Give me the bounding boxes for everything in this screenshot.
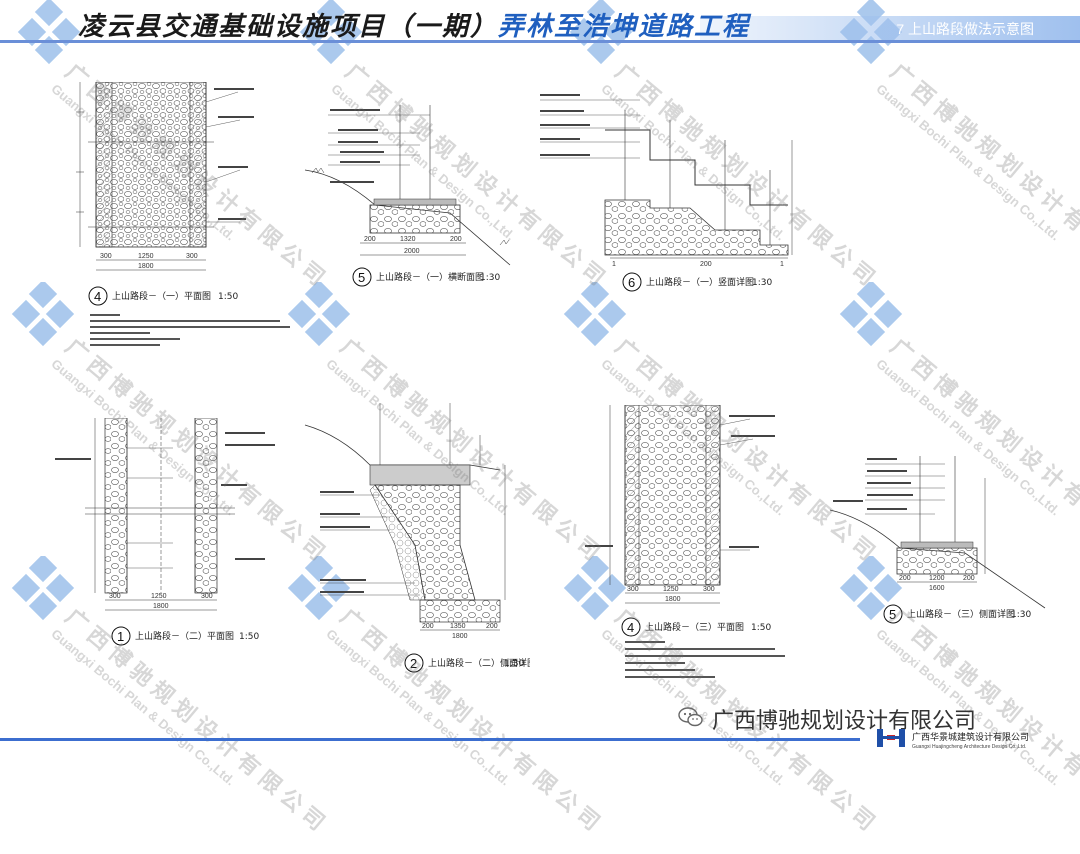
svg-text:300: 300 (703, 586, 715, 593)
deco-diamonds (839, 556, 903, 621)
header: 凌云县交通基础设施项目（一期）弄林至浩坤道路工程 7 上山路段做法示意图 (0, 0, 1080, 46)
drawing-scale: 1:50 (751, 623, 771, 633)
drawing-side-detail-2: 200 1350 200 1800 2 上山路段－（二）侧面详图 1:30 (304, 403, 530, 673)
deco-diamonds (287, 282, 351, 347)
svg-text:1: 1 (780, 261, 784, 268)
drawing-caption: 上山路段－（三）平面图 (645, 621, 744, 633)
drawing-number: 2 (410, 656, 417, 671)
watermark-zh: 广西博驰规划设计有限公司 (885, 58, 1080, 295)
drawing-scale: 1:50 (218, 292, 238, 302)
deco-diamonds (11, 282, 75, 347)
svg-text:300: 300 (109, 593, 121, 600)
drawing-number: 5 (889, 607, 896, 622)
title-road: 弄林至浩坤道路工程 (498, 12, 751, 42)
drawing-caption: 上山路段－（一）竖面详图 (646, 276, 754, 288)
svg-text:1200: 1200 (929, 575, 945, 582)
svg-text:1320: 1320 (400, 236, 416, 243)
drawing-scale: 1:50 (239, 632, 259, 642)
header-rule (0, 40, 1080, 43)
drawing-side-detail-3: 200 1200 200 1600 5 上山路段－（三）侧面详图 1:30 (829, 456, 1046, 624)
drawing-scale: 1:30 (504, 659, 524, 669)
svg-text:200: 200 (700, 261, 712, 268)
svg-text:1350: 1350 (450, 623, 466, 630)
deco-diamonds (563, 282, 627, 347)
logo-company-name: 广西华景城建筑设计有限公司 (912, 733, 1030, 743)
deco-diamonds (839, 282, 903, 347)
svg-text:1250: 1250 (138, 253, 154, 260)
drawing-scale: 1:30 (1011, 610, 1031, 620)
drawing-scale: 1:30 (480, 273, 500, 283)
drawing-caption: 上山路段－（一）横断面图 (376, 271, 484, 283)
drawing-elevation-1: 1 200 1 6 上山路段－（一）竖面详图 1:30 (540, 94, 793, 292)
svg-text:1800: 1800 (153, 603, 169, 610)
svg-text:200: 200 (486, 623, 498, 630)
page-title: 凌云县交通基础设施项目（一期）弄林至浩坤道路工程 (78, 6, 750, 43)
drawing-number: 4 (627, 620, 634, 635)
svg-text:200: 200 (422, 623, 434, 630)
svg-text:300: 300 (186, 253, 198, 260)
svg-text:1250: 1250 (151, 593, 167, 600)
section-label: 7 上山路段做法示意图 (896, 21, 1034, 37)
title-project: 凌云县交通基础设施项目（一期） (78, 12, 499, 42)
drawing-plan-2: 300 1250 300 1800 1 上山路段－（二）平面图 1:50 (55, 418, 275, 646)
drawing-section-1: 200 1320 200 2000 5 上山路段－（一）横断面图 1:30 (304, 105, 511, 287)
svg-text:200: 200 (364, 236, 376, 243)
drawing-scale: 1:30 (752, 278, 772, 288)
drawing-number: 4 (94, 289, 101, 304)
svg-text:300: 300 (201, 593, 213, 600)
drawing-caption: 上山路段－（二）侧面详图 (428, 657, 530, 669)
drawing-plan-1: 300 1250 300 1800 4 上山路段－（一）平面图 1:50 (76, 82, 254, 306)
svg-text:200: 200 (963, 575, 975, 582)
deco-diamonds (11, 556, 75, 621)
drawing-notes (90, 314, 290, 346)
svg-text:1600: 1600 (929, 585, 945, 592)
drawing-number: 6 (628, 275, 635, 290)
drawing-caption: 上山路段－（一）平面图 (112, 290, 211, 302)
drawing-plan-3: 300 1250 300 1800 4 上山路段－（三）平面图 1:50 (585, 405, 785, 678)
logo-company-name-en: Guangxi Huajingcheng Architecture Design… (912, 744, 1027, 750)
footer-rule (0, 738, 860, 741)
drawing-number: 1 (117, 629, 124, 644)
svg-text:2000: 2000 (404, 248, 420, 255)
svg-text:300: 300 (627, 586, 639, 593)
svg-text:200: 200 (450, 236, 462, 243)
svg-text:1250: 1250 (663, 586, 679, 593)
svg-text:200: 200 (899, 575, 911, 582)
drawing-caption: 上山路段－（二）平面图 (135, 630, 234, 642)
deco-diamonds (563, 556, 627, 621)
svg-text:300: 300 (100, 253, 112, 260)
svg-text:1800: 1800 (452, 633, 468, 640)
svg-text:1800: 1800 (138, 263, 154, 270)
watermark-en: Guangxi Bochi Plan & Design Co.,Ltd. (873, 81, 1063, 244)
drawing-caption: 上山路段－（三）侧面详图 (907, 608, 1015, 620)
header-accent-bar (700, 16, 1080, 40)
svg-text:1800: 1800 (665, 596, 681, 603)
wechat-icon (678, 707, 703, 727)
company-name: 广西博驰规划设计有限公司 (712, 709, 977, 734)
company-logo-icon (877, 729, 905, 747)
drawing-number: 5 (358, 270, 365, 285)
watermark: 广西博驰规划设计有限公司 Guangxi Bochi Plan & Design… (874, 55, 1080, 309)
svg-text:1: 1 (612, 261, 616, 268)
